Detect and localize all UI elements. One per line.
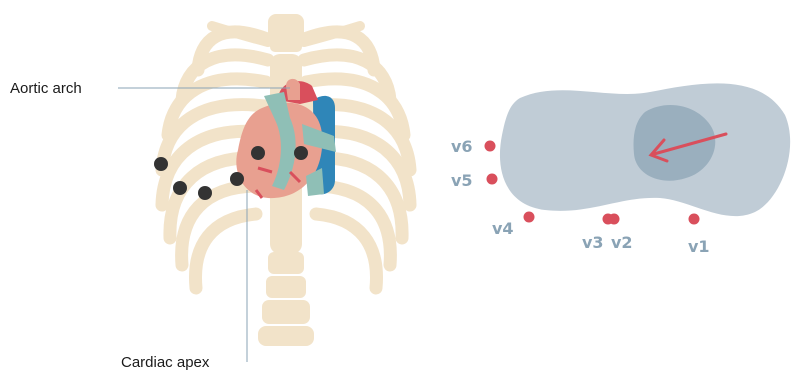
torso-cross-section (500, 83, 790, 216)
lead-v6-label: v6 (451, 137, 473, 156)
lead-v5-label: v5 (451, 171, 473, 190)
lead-v5-dot (487, 174, 498, 185)
cardiac-apex-label: Cardiac apex (121, 354, 210, 371)
electrode-v4-chest (198, 186, 212, 200)
electrode-v6-chest (154, 157, 168, 171)
lead-v1-dot (689, 214, 700, 225)
electrode-v5-chest (173, 181, 187, 195)
lead-v2-label: v2 (611, 233, 633, 252)
lead-v1-label: v1 (688, 237, 710, 256)
lead-v3-label: v3 (582, 233, 604, 252)
lead-v2-dot (609, 214, 620, 225)
heart (236, 79, 336, 198)
aortic-arch-label: Aortic arch (10, 80, 82, 97)
lead-v4-label: v4 (492, 219, 514, 238)
electrode-v2-chest (251, 146, 265, 160)
lead-v4-dot (524, 212, 535, 223)
lead-v6-dot (485, 141, 496, 152)
electrode-v1-chest (294, 146, 308, 160)
electrode-v3-chest (230, 172, 244, 186)
